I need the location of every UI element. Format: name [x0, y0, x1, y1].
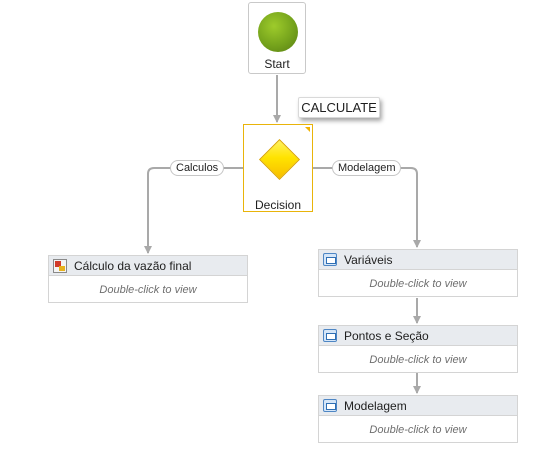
decision-node[interactable]: Decision: [243, 124, 313, 212]
activity-title: Pontos e Seção: [344, 329, 429, 343]
activity-title: Cálculo da vazão final: [74, 259, 192, 273]
connector-decision-modelagem: [313, 167, 421, 248]
branch-label-modelagem[interactable]: Modelagem: [332, 160, 402, 176]
activity-hint: Double-click to view: [99, 284, 197, 296]
activity-pontos-e-secao[interactable]: Pontos e Seção Double-click to view: [318, 325, 518, 373]
branch-label-calculos[interactable]: Calculos: [170, 160, 225, 176]
activity-header: Modelagem: [319, 396, 517, 416]
connector-decision-calculos: [144, 167, 243, 254]
activity-calculo-vazao-final[interactable]: Cálculo da vazão final Double-click to v…: [48, 255, 248, 303]
activity-modelagem[interactable]: Modelagem Double-click to view: [318, 395, 518, 443]
start-label: Start: [264, 57, 290, 71]
activity-hint: Double-click to view: [369, 354, 467, 366]
activity-icon: [323, 329, 337, 342]
tooltip-calculate: CALCULATE: [298, 97, 380, 118]
activity-icon: [323, 253, 337, 266]
activity-header: Pontos e Seção: [319, 326, 517, 346]
activity-header: Variáveis: [319, 250, 517, 270]
start-circle-icon: [258, 12, 298, 52]
activity-hint: Double-click to view: [369, 424, 467, 436]
activity-title: Variáveis: [344, 253, 393, 267]
activity-header: Cálculo da vazão final: [49, 256, 247, 276]
decision-diamond-icon: [258, 138, 301, 181]
activity-icon: [323, 399, 337, 412]
selection-corner-icon: [305, 127, 310, 132]
activity-hint: Double-click to view: [369, 278, 467, 290]
start-node[interactable]: Start: [248, 2, 306, 74]
activity-title: Modelagem: [344, 399, 407, 413]
activity-variaveis[interactable]: Variáveis Double-click to view: [318, 249, 518, 297]
calculation-icon: [53, 259, 67, 273]
decision-label: Decision: [254, 198, 302, 212]
